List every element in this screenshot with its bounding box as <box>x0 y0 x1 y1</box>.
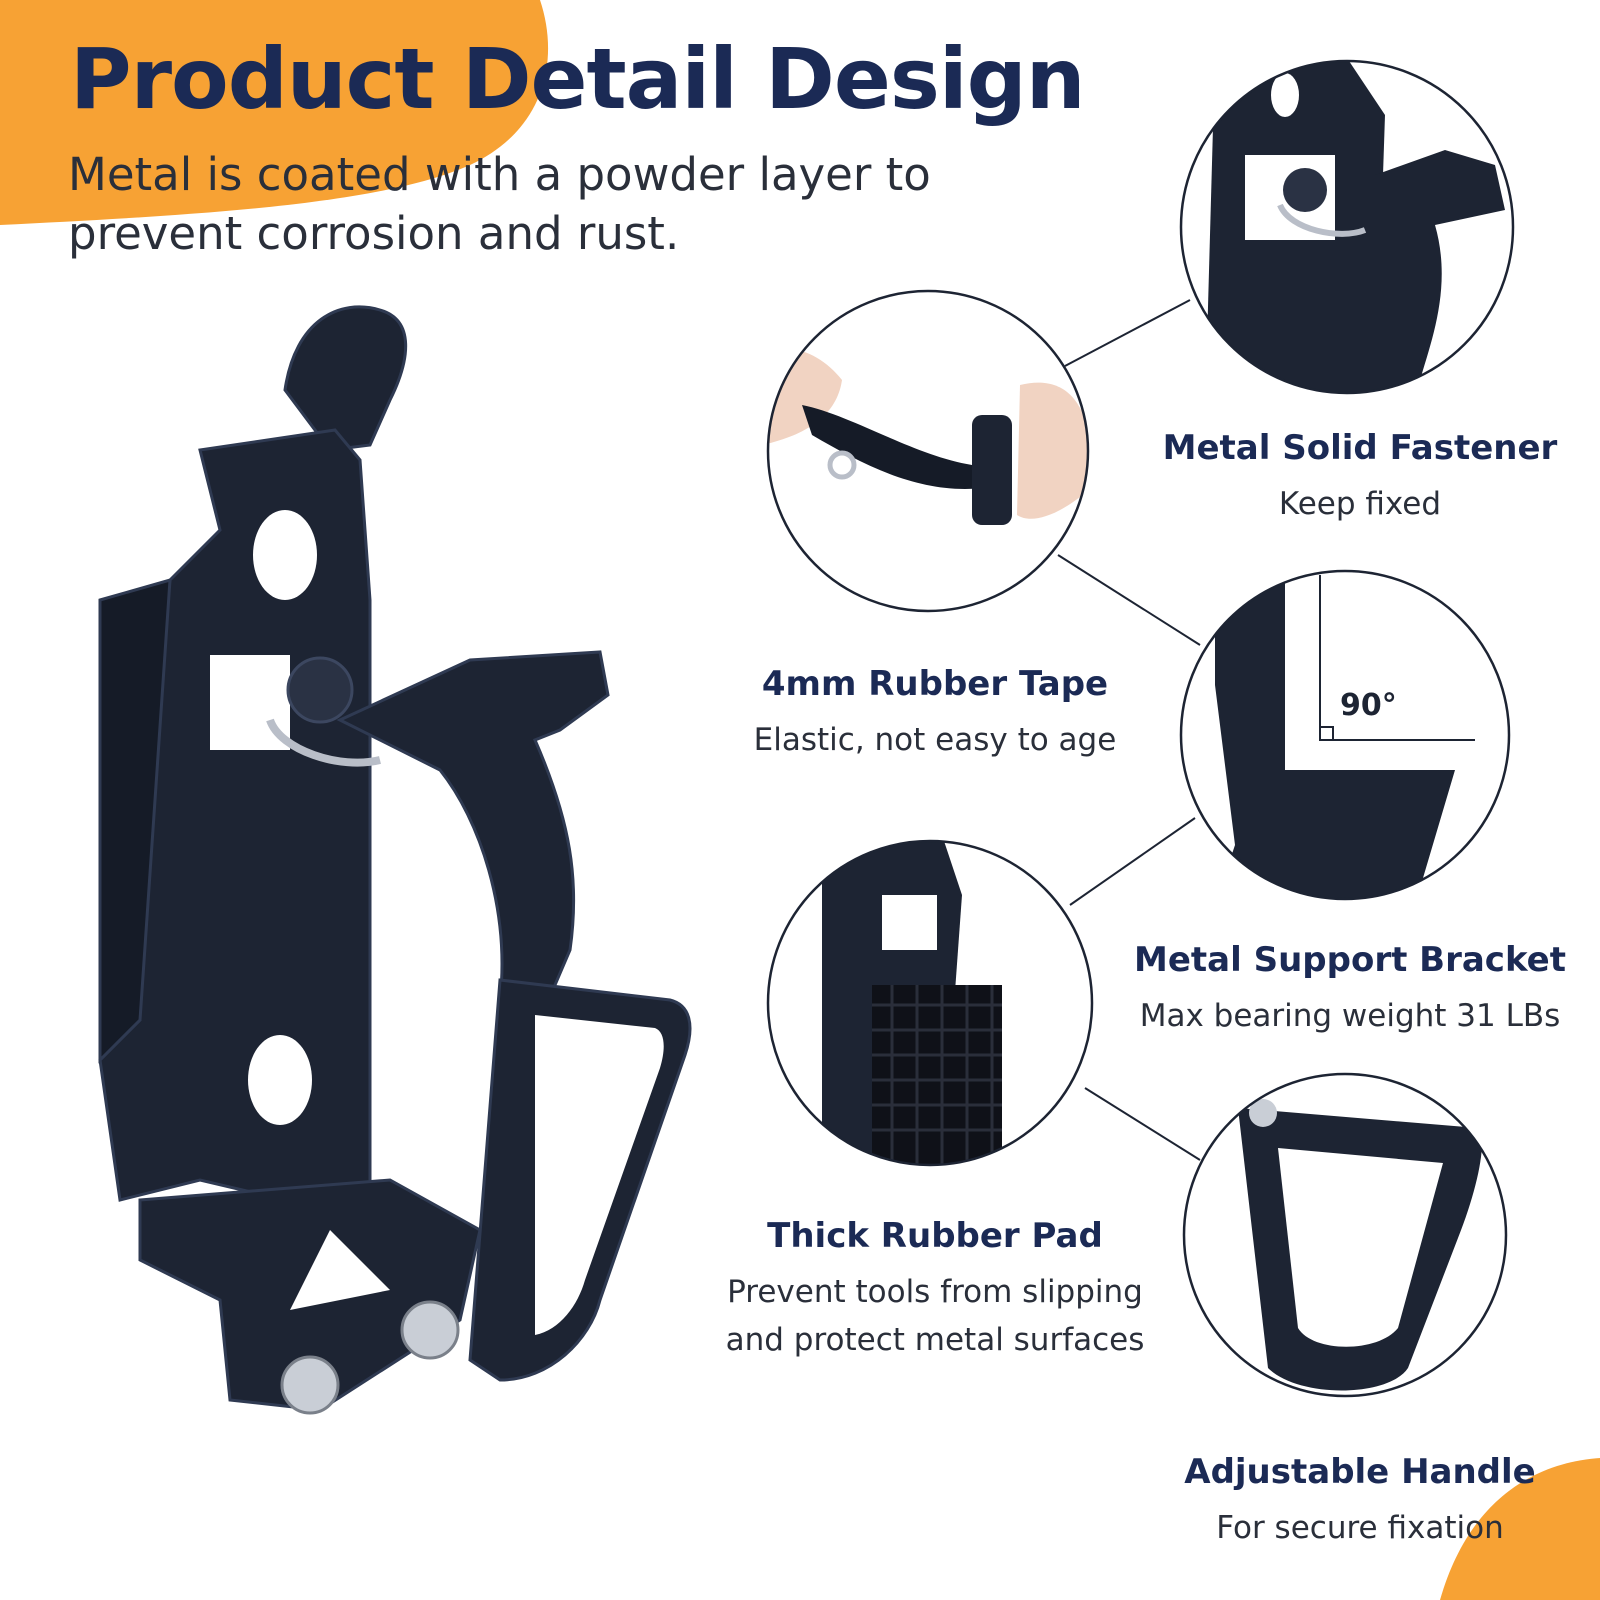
feature-title: 4mm Rubber Tape <box>761 664 1109 704</box>
feature-adjustable-handle: Adjustable Handle For secure fixation <box>1155 1452 1565 1552</box>
detail-circle-rubber-pad <box>766 839 1094 1167</box>
page-title: Product Detail Design <box>70 30 1086 128</box>
feature-title: Thick Rubber Pad <box>767 1216 1103 1256</box>
detail-circle-adjustable-handle <box>1182 1072 1508 1398</box>
feature-desc: Keep fixed <box>1278 486 1442 522</box>
feature-desc: Max bearing weight 31 LBs <box>1139 998 1561 1034</box>
feature-desc: For secure fixation <box>1216 1510 1504 1546</box>
feature-desc: Elastic, not easy to age <box>753 722 1117 758</box>
feature-rubber-tape: 4mm Rubber Tape Elastic, not easy to age <box>715 664 1155 764</box>
feature-title: Metal Solid Fastener <box>1162 428 1558 468</box>
connector-line <box>1084 1087 1201 1161</box>
bracket-product-image <box>98 305 692 1415</box>
detail-circle-support-bracket: 90° <box>1179 569 1511 901</box>
detail-circle-rubber-tape <box>766 289 1090 613</box>
angle-label: 90° <box>1340 688 1397 723</box>
feature-desc: Prevent tools from slipping and protect … <box>725 1274 1145 1358</box>
feature-title: Metal Support Bracket <box>1134 940 1566 980</box>
connector-line <box>1069 817 1196 906</box>
feature-thick-rubber-pad: Thick Rubber Pad Prevent tools from slip… <box>705 1216 1165 1364</box>
orange-blob-top-left <box>0 0 549 225</box>
feature-title: Adjustable Handle <box>1184 1452 1536 1492</box>
feature-metal-solid-fastener: Metal Solid Fastener Keep fixed <box>1160 428 1560 528</box>
orange-blob-bottom-right <box>1440 1458 1600 1600</box>
page-subtitle: Metal is coated with a powder layer to p… <box>68 148 931 260</box>
detail-circle-fastener <box>1179 59 1515 395</box>
connector-line <box>1057 554 1201 646</box>
connector-line <box>1064 299 1191 367</box>
feature-metal-support-bracket: Metal Support Bracket Max bearing weight… <box>1120 940 1580 1040</box>
